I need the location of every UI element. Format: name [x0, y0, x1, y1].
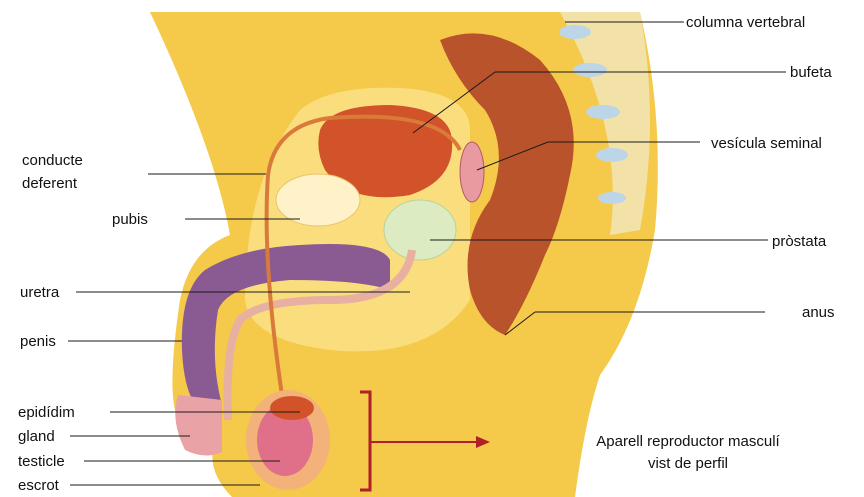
penis-shaft	[181, 244, 390, 410]
bladder	[318, 105, 453, 198]
label-deferent: deferent	[22, 175, 78, 192]
label-vesicula-seminal: vesícula seminal	[711, 135, 822, 152]
label-testicle: testicle	[18, 453, 65, 470]
label-penis: penis	[20, 333, 56, 350]
pubis-bone	[275, 173, 361, 227]
label-epididim: epidídim	[18, 404, 75, 421]
label-escrot: escrot	[18, 477, 60, 494]
label-prostata: pròstata	[772, 233, 827, 250]
label-anus: anus	[802, 304, 835, 321]
glans	[175, 395, 222, 456]
label-bufeta: bufeta	[790, 64, 832, 81]
label-pubis: pubis	[112, 211, 148, 228]
spine-band	[560, 12, 650, 235]
rectum	[440, 33, 574, 335]
vas-deferens	[264, 114, 462, 396]
leader-lines	[68, 21, 786, 486]
epididymis	[270, 396, 314, 420]
caption-line-2: vist de perfil	[648, 455, 728, 472]
label-uretra: uretra	[20, 284, 60, 301]
label-columna-vertebral: columna vertebral	[686, 14, 805, 31]
seminal-vesicle	[459, 141, 485, 203]
caption-line-1: Aparell reproductor masculí	[596, 433, 780, 450]
label-conducte: conducte	[22, 152, 83, 169]
arrow-head	[476, 436, 490, 448]
label-gland: gland	[18, 428, 55, 445]
vertebrae	[559, 25, 628, 204]
testicle	[257, 404, 313, 476]
prostate	[383, 199, 457, 261]
